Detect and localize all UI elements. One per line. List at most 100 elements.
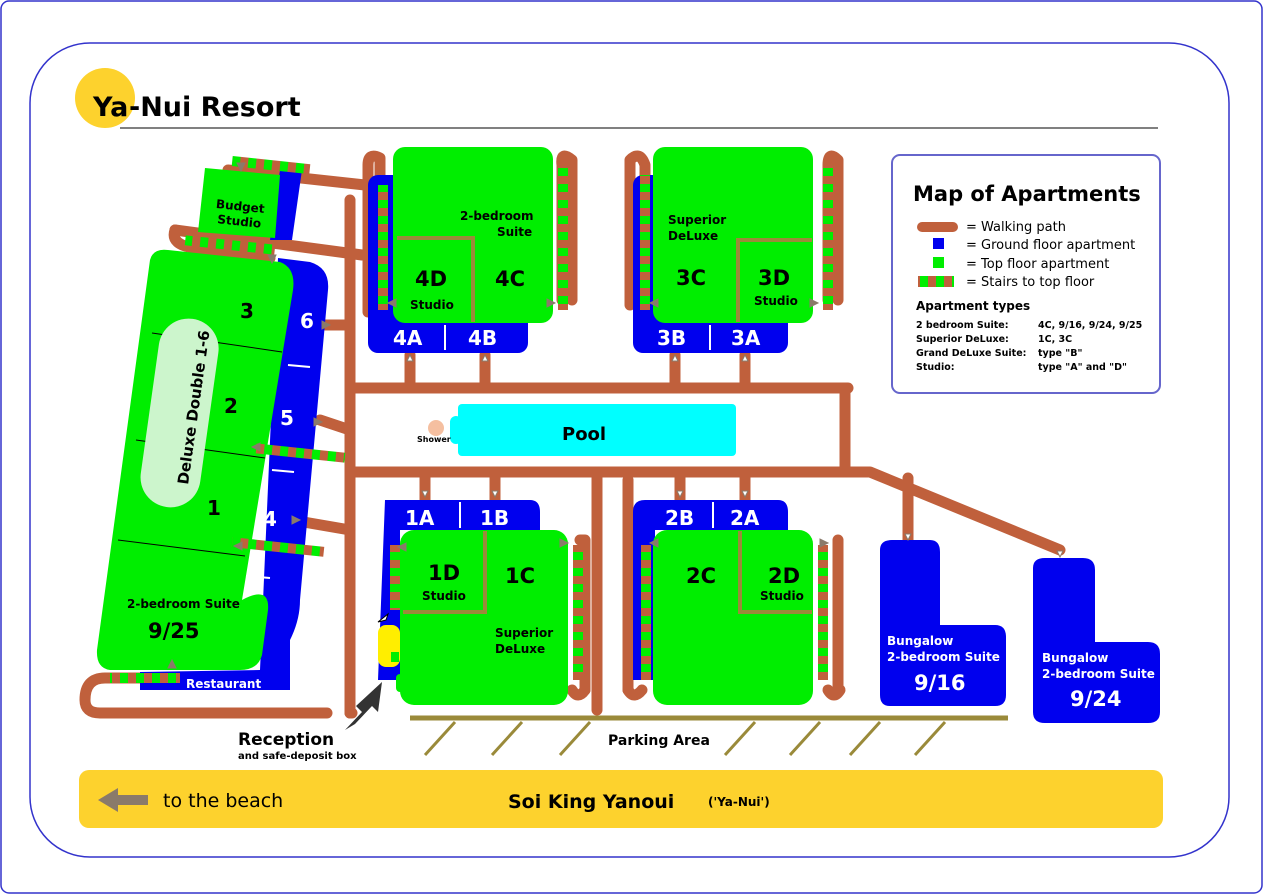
unit-3: 3 — [240, 299, 254, 323]
legend-type-value: 4C, 9/16, 9/24, 9/25 — [1038, 320, 1142, 331]
bung924-label: Bungalow — [1042, 651, 1108, 665]
legend-ground-icon — [933, 238, 944, 249]
logo: Ya -Nui Resort — [75, 68, 1158, 129]
stairs-2d — [818, 545, 828, 680]
legend-type-value: 1C, 3C — [1038, 334, 1072, 345]
block4-top[interactable] — [393, 147, 553, 323]
deluxe-ground — [140, 258, 329, 690]
legend-type-value: type "A" and "D" — [1038, 362, 1127, 373]
legend-item: = Walking path — [966, 220, 1066, 235]
stairs-1d — [390, 545, 400, 610]
unit-1d-studio: Studio — [422, 589, 466, 603]
legend-title: Map of Apartments — [913, 182, 1141, 206]
block3-top[interactable] — [653, 147, 813, 323]
suite925-label: 2-bedroom Suite — [127, 597, 240, 611]
deluxe-double-pill — [140, 318, 219, 508]
unit-3b: 3B — [657, 326, 686, 350]
stairs-5 — [254, 443, 346, 463]
stairs-3d — [823, 165, 833, 310]
pool — [458, 404, 736, 456]
stairs-2c — [641, 545, 651, 680]
stairs-budget-2 — [184, 235, 276, 255]
unit-2d-studio: Studio — [760, 589, 804, 603]
beach-arrow-icon — [98, 788, 148, 812]
stairs-4c — [558, 165, 568, 310]
unit-2b: 2B — [665, 506, 694, 530]
stairs-4d — [378, 185, 388, 310]
bung924-number: 9/24 — [1070, 687, 1122, 711]
budget-label-2: Studio — [217, 212, 262, 231]
b4-suite-label: 2-bedroom — [460, 209, 534, 223]
legend-type-name: Superior DeLuxe: — [916, 334, 1009, 345]
street: to the beach Soi King Yanoui ('Ya-Nui') — [79, 770, 1163, 828]
bungalow-924[interactable]: Bungalow 2-bedroom Suite 9/24 — [1033, 558, 1160, 723]
stairs-3c — [640, 175, 650, 310]
unit-3d-studio: Studio — [754, 294, 798, 308]
unit-2a: 2A — [730, 506, 760, 530]
street-name: Soi King Yanoui — [508, 791, 674, 813]
legend-top-icon — [933, 257, 944, 268]
unit-2c: 2C — [686, 564, 716, 588]
bung916-number: 9/16 — [914, 671, 966, 695]
bungalow-916[interactable]: Bungalow 2-bedroom Suite 9/16 — [880, 540, 1006, 706]
unit-1b: 1B — [480, 506, 509, 530]
shower-icon — [428, 420, 444, 436]
legend-stairs-icon — [918, 276, 954, 287]
unit-1a: 1A — [405, 506, 435, 530]
street-alt-name: ('Ya-Nui') — [708, 795, 770, 809]
block2-top[interactable] — [653, 530, 813, 705]
pool-label: Pool — [562, 424, 606, 445]
legend-types-title: Apartment types — [916, 299, 1030, 313]
b3-superior-label: Superior — [668, 213, 726, 227]
reception-sublabel: and safe-deposit box — [238, 751, 357, 762]
logo-sun-icon — [75, 68, 135, 128]
bung924-label-2: 2-bedroom Suite — [1042, 667, 1155, 681]
unit-3a: 3A — [731, 326, 761, 350]
unit-1: 1 — [207, 496, 221, 520]
block-1: 1A 1B 1D Studio 1C Superior DeLuxe — [378, 500, 583, 705]
unit-4d-studio: Studio — [410, 298, 454, 312]
b1-superior-label: Superior — [495, 626, 553, 640]
block-2: 2B 2A 2C 2D Studio — [633, 500, 828, 705]
entry-markers — [167, 162, 1064, 669]
unit-2d: 2D — [768, 564, 800, 588]
b3-superior-label-2: DeLuxe — [668, 229, 718, 243]
pool-area: Pool Shower — [417, 404, 736, 456]
legend-item: = Ground floor apartment — [966, 238, 1135, 253]
bung916-label: Bungalow — [887, 634, 953, 648]
legend-type-value: type "B" — [1038, 348, 1082, 359]
unit-3d: 3D — [758, 266, 790, 290]
legend-type-name: Studio: — [916, 362, 955, 373]
block-3: Superior DeLuxe 3C 3D Studio 3B 3A — [633, 147, 833, 353]
block1-top[interactable] — [400, 530, 568, 705]
bung916-label-2: 2-bedroom Suite — [887, 650, 1000, 664]
legend-type-name: 2 bedroom Suite: — [916, 320, 1009, 331]
reception-arrow-icon — [345, 682, 382, 730]
unit-1c: 1C — [505, 564, 535, 588]
block-4: 2-bedroom Suite 4D Studio 4C 4A 4B — [368, 147, 568, 353]
b4-suite-label-2: Suite — [497, 225, 532, 239]
unit-4: 4 — [263, 507, 277, 531]
deluxe-block: Deluxe Double 1-6 3 2 1 6 5 4 2-bedroom … — [96, 249, 346, 691]
legend-item: = Top floor apartment — [966, 257, 1109, 272]
unit-5: 5 — [280, 406, 294, 430]
logo-resort: -Nui Resort — [129, 92, 301, 123]
stairs-925 — [110, 673, 180, 683]
unit-4c: 4C — [495, 267, 525, 291]
legend: Map of Apartments = Walking path = Groun… — [891, 154, 1161, 394]
logo-ya: Ya — [92, 92, 128, 123]
shower-label: Shower — [417, 435, 451, 444]
to-beach-label: to the beach — [163, 790, 283, 812]
unit-4b: 4B — [468, 326, 497, 350]
budget-label: Budget — [215, 197, 265, 216]
stairs-4 — [231, 537, 325, 557]
parking-area: Parking Area — [410, 715, 1008, 757]
unit-4a: 4A — [393, 326, 423, 350]
street-road — [79, 770, 1163, 828]
legend-box — [891, 154, 1161, 394]
budget-studio[interactable] — [198, 168, 280, 238]
legend-type-name: Grand DeLuxe Suite: — [916, 348, 1026, 359]
reception-label: Reception — [238, 730, 334, 750]
unit-3c: 3C — [676, 266, 706, 290]
